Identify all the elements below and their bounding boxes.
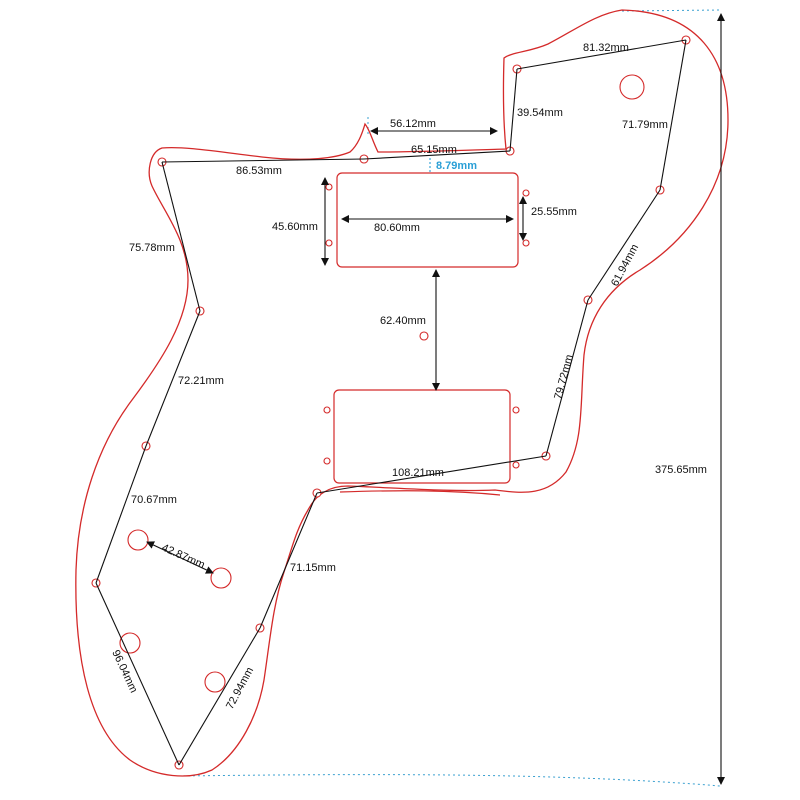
- label-neck-pocket-height: 39.54mm: [517, 107, 563, 119]
- label-pickup-gap: 8.79mm: [436, 160, 477, 172]
- neck-pickup-cutout: [336, 172, 519, 268]
- label-right-mid: 61.94mm: [609, 242, 641, 288]
- bridge-pickup-cutout: [333, 389, 511, 484]
- label-inner-lower: 71.15mm: [290, 562, 336, 574]
- pickup-screw-hole: [323, 406, 331, 414]
- label-overall-height: 375.65mm: [655, 464, 707, 476]
- dimension-line: [161, 161, 201, 312]
- dimension-line: [178, 627, 261, 766]
- dimension-line: [316, 455, 547, 494]
- bottom-guide-line: [177, 774, 721, 787]
- control-knob-hole: [127, 529, 149, 551]
- pickup-screw-holes: [323, 183, 530, 469]
- pickguard-outline: [75, 9, 729, 777]
- dimension-line: [161, 158, 365, 163]
- dimension-line: [516, 39, 687, 70]
- label-upper-left: 86.53mm: [236, 165, 282, 177]
- control-knob-hole: [210, 567, 232, 589]
- label-bottom-right: 72.94mm: [224, 665, 256, 711]
- dimension-line: [509, 68, 518, 152]
- arrow-dimension-lines: [146, 13, 725, 785]
- pickup-screw-hole: [522, 189, 530, 197]
- label-left-upper: 75.78mm: [129, 242, 175, 254]
- control-knob-hole: [204, 671, 226, 693]
- dimension-line: [95, 445, 147, 584]
- label-bottom-left: 96.04mm: [109, 648, 139, 695]
- dimension-line: [545, 299, 589, 457]
- label-pickup-spacing: 62.40mm: [380, 315, 426, 327]
- label-lower-edge: 108.21mm: [392, 467, 444, 479]
- bridge-lower-relief: [339, 490, 501, 496]
- dimension-line: [659, 39, 687, 191]
- label-left-lower: 70.67mm: [131, 494, 177, 506]
- dimension-line: [259, 492, 318, 629]
- pickup-screw-hole: [323, 457, 331, 465]
- label-right-lower: 79.72mm: [552, 353, 575, 400]
- label-pickup-hole-span: 25.55mm: [531, 206, 577, 218]
- pickup-screw-hole: [325, 239, 333, 247]
- label-pickup-height: 45.60mm: [272, 221, 318, 233]
- dimension-line: [145, 310, 201, 447]
- label-pickup-width: 80.60mm: [374, 222, 420, 234]
- dimension-line: [587, 189, 661, 301]
- control-knob-hole: [619, 74, 645, 100]
- label-top-edge: 65.15mm: [411, 144, 457, 156]
- control-spacing-arrow: [146, 541, 214, 574]
- label-right-upper: 71.79mm: [622, 119, 668, 131]
- dimension-labels: 81.32mm 39.54mm 56.12mm 65.15mm 8.79mm 8…: [109, 42, 707, 711]
- label-top-right: 81.32mm: [583, 42, 629, 54]
- dimension-line: [95, 582, 180, 766]
- mounting-hole: [419, 331, 429, 341]
- control-holes: [119, 74, 645, 693]
- pickup-screw-hole: [512, 406, 520, 414]
- pickup-screw-hole: [325, 183, 333, 191]
- pickup-screw-hole: [522, 239, 530, 247]
- hole-dimension-lines: [95, 39, 687, 766]
- mounting-holes: [91, 35, 691, 770]
- label-neck-pocket-width: 56.12mm: [390, 118, 436, 130]
- label-left-mid: 72.21mm: [178, 375, 224, 387]
- label-control-spacing: 42.87mm: [160, 542, 207, 572]
- dimension-line: [363, 150, 511, 160]
- control-knob-hole: [119, 632, 141, 654]
- pickup-screw-hole: [512, 461, 520, 469]
